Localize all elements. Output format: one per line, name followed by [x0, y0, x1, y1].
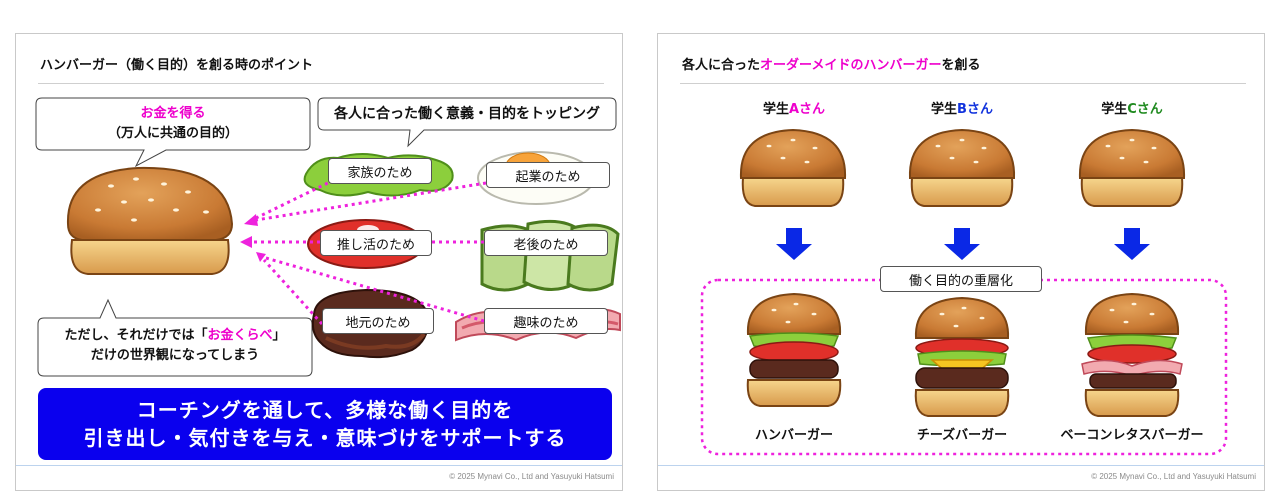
- student-letter: B: [957, 102, 967, 117]
- bun-student-a: [739, 129, 847, 207]
- bacon-lettuce-burger-illustration: [1081, 293, 1183, 417]
- topping-callout: 各人に合った働く意義・目的をトッピング: [334, 106, 600, 122]
- topping-label-hometown: 地元のため: [322, 308, 434, 334]
- student-c-label: 学生Cさん: [1077, 98, 1187, 117]
- bun-student-b: [908, 129, 1016, 207]
- bun-illustration: [66, 166, 234, 275]
- bun-callout: お金を得る （万人に共通の目的）: [36, 104, 310, 144]
- copyright: © 2025 Mynavi Co., Ltd and Yasuyuki Hats…: [449, 472, 614, 481]
- title-post: を創る: [941, 58, 981, 73]
- copyright: © 2025 Mynavi Co., Ltd and Yasuyuki Hats…: [1091, 472, 1256, 481]
- student-suffix: さん: [799, 102, 826, 117]
- footer-divider: [16, 465, 622, 466]
- bun-student-c: [1078, 129, 1186, 207]
- bun-callout-heading: お金を得る: [140, 106, 206, 121]
- slide-coaching-points: ハンバーガー（働く目的）を創る時のポイント: [15, 33, 623, 491]
- hamburger-illustration: [746, 293, 842, 407]
- burger-label-blt: ベーコンレタスバーガー: [1060, 428, 1204, 443]
- title-highlight: オーダーメイドのハンバーガー: [760, 58, 942, 73]
- topping-label-startup: 起業のため: [486, 162, 610, 188]
- warning-highlight: お金くらべ: [207, 328, 273, 343]
- layered-purpose-label: 働く目的の重層化: [880, 266, 1042, 292]
- banner-line2: 引き出し・気付きを与え・意味づけをサポートする: [83, 426, 567, 450]
- warning-line1: ただし、それだけでは「お金くらべ」: [38, 326, 312, 346]
- cheeseburger-illustration: [914, 297, 1010, 417]
- student-letter: C: [1127, 102, 1137, 117]
- warning-callout-box: [37, 298, 313, 377]
- student-a-label: 学生Aさん: [739, 98, 849, 117]
- title-pre: 各人に合った: [682, 58, 761, 73]
- topping-label-hobby: 趣味のため: [484, 308, 608, 334]
- warning-post: 」: [272, 328, 286, 343]
- burger-label-cheeseburger: チーズバーガー: [916, 428, 1008, 443]
- student-suffix: さん: [966, 102, 993, 117]
- topping-callout-box: [317, 97, 617, 148]
- title-divider: [38, 83, 604, 84]
- summary-banner: コーチングを通して、多様な働く目的を 引き出し・気付きを与え・意味づけをサポート…: [38, 388, 612, 460]
- slide-title: ハンバーガー（働く目的）を創る時のポイント: [40, 58, 314, 73]
- bun-callout-subtext: （万人に共通の目的）: [107, 126, 238, 141]
- student-prefix: 学生: [931, 102, 958, 117]
- arrow-group: [252, 178, 487, 326]
- student-prefix: 学生: [1101, 102, 1128, 117]
- topping-label-oshi: 推し活のため: [320, 230, 432, 256]
- topping-label-family: 家族のため: [328, 158, 432, 184]
- student-letter: A: [788, 102, 800, 117]
- warning-line2: だけの世界観になってしまう: [90, 348, 260, 363]
- slide-title: 各人に合ったオーダーメイドのハンバーガーを創る: [682, 54, 981, 73]
- arrow-heads: [240, 214, 266, 262]
- student-b-label: 学生Bさん: [907, 98, 1017, 117]
- slide-custom-burger: 各人に合ったオーダーメイドのハンバーガーを創る: [657, 33, 1265, 491]
- burger-label-hamburger: ハンバーガー: [754, 428, 833, 443]
- warning-pre: ただし、それだけでは「: [64, 328, 208, 343]
- footer-divider: [658, 465, 1264, 466]
- student-suffix: さん: [1136, 102, 1163, 117]
- bun-callout-box: [35, 97, 311, 168]
- banner-line1: コーチングを通して、多様な働く目的を: [136, 398, 514, 422]
- warning-callout: ただし、それだけでは「お金くらべ」 だけの世界観になってしまう: [38, 326, 312, 366]
- title-divider: [680, 83, 1246, 84]
- topping-label-retirement: 老後のため: [484, 230, 608, 256]
- down-arrows: [776, 228, 1150, 260]
- student-prefix: 学生: [762, 102, 789, 117]
